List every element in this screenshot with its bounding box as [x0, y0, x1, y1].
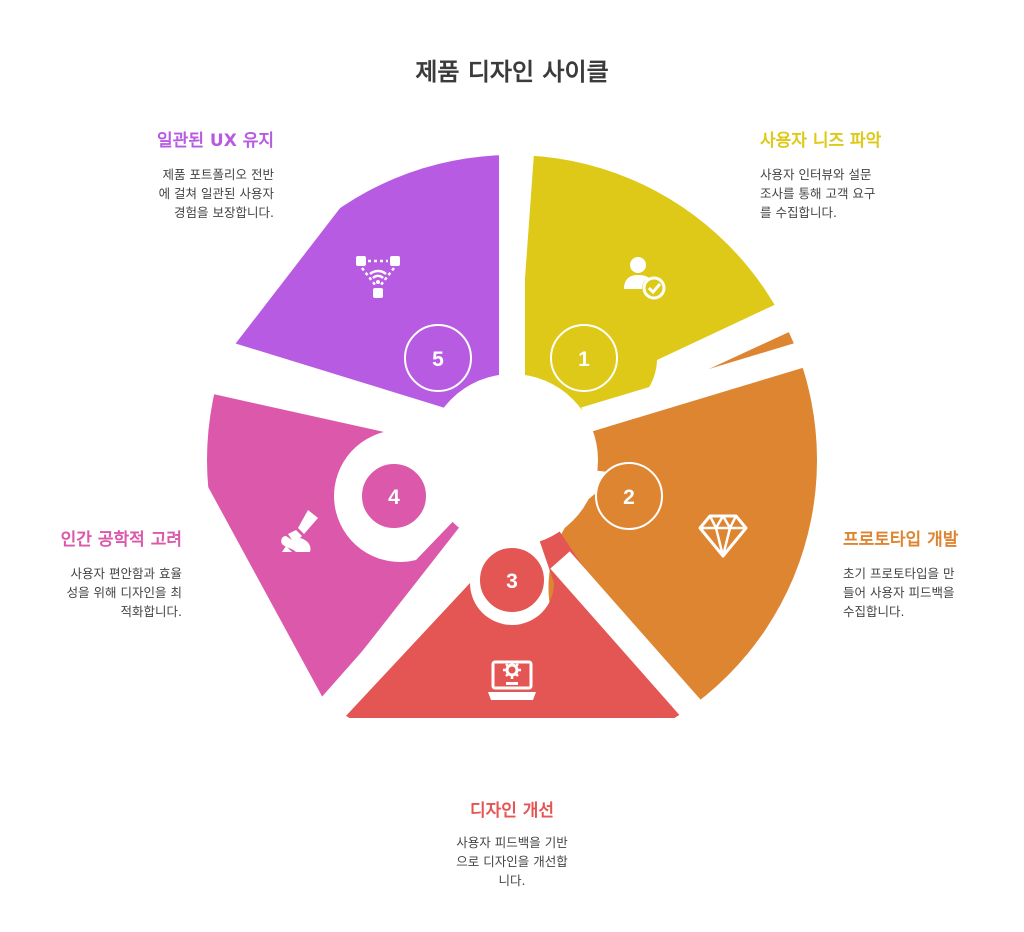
badge-number: 2 — [623, 486, 635, 509]
badge-number: 3 — [506, 570, 518, 593]
step-4-title: 인간 공학적 고려 — [60, 530, 182, 550]
badge-1: 1 — [550, 324, 618, 392]
segment-4 — [207, 380, 512, 700]
step-5-description: 제품 포트폴리오 전반 에 걸쳐 일관된 사용자 경험을 보장합니다. — [158, 167, 274, 220]
step-1-description: 사용자 인터뷰와 설문 조사를 통해 고객 요구 를 수집합니다. — [760, 167, 876, 220]
step-2-description: 초기 프로토타입을 만 들어 사용자 피드백을 수집합니다. — [843, 566, 955, 619]
badge-number: 5 — [432, 348, 444, 371]
step-1-title: 사용자 니즈 파악 — [760, 131, 882, 151]
badge-4: 4 — [360, 462, 428, 530]
step-2-title: 프로토타입 개발 — [843, 530, 959, 550]
laptop-gear-icon — [488, 660, 536, 700]
badge-3: 3 — [478, 546, 546, 614]
segment-3 — [344, 460, 684, 718]
badge-number: 1 — [578, 348, 590, 371]
hand-tool-icon — [281, 510, 318, 552]
diamond-icon — [698, 514, 748, 558]
step-3-title: 디자인 개선 — [469, 801, 555, 821]
user-check-icon — [624, 257, 666, 300]
network-icon — [356, 256, 400, 298]
badge-number: 4 — [388, 486, 400, 509]
step-3-description: 사용자 피드백을 기반 으로 디자인을 개선합 니다. — [456, 835, 568, 888]
step-5-title: 일관된 UX 유지 — [157, 131, 274, 151]
badge-2: 2 — [595, 462, 663, 530]
badge-5: 5 — [404, 324, 472, 392]
step-4-description: 사용자 편안함과 효율 성을 위해 디자인을 최 적화합니다. — [66, 566, 182, 619]
diagram-title: 제품 디자인 사이클 — [415, 58, 609, 86]
